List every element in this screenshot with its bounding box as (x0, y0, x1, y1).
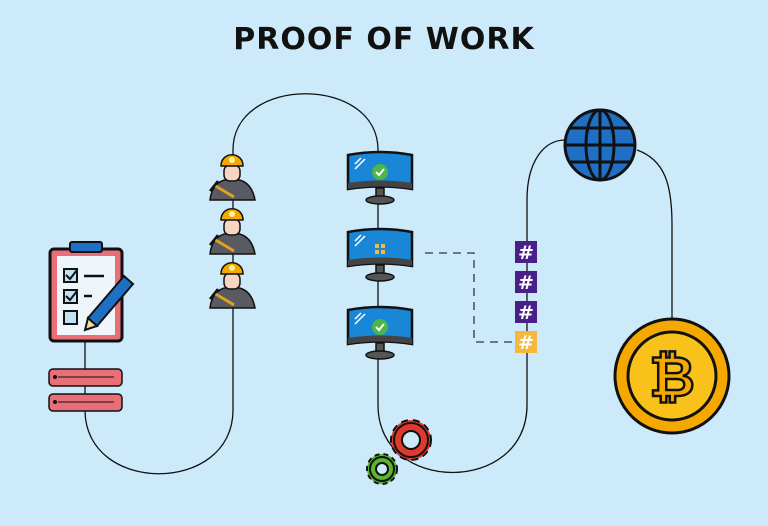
pen-icon (83, 274, 135, 332)
globe-icon (563, 108, 637, 182)
page-title: PROOF OF WORK (233, 22, 535, 57)
monitor-processing-icon (346, 227, 414, 282)
monitor-check-icon (346, 150, 414, 205)
svg-text:#: # (518, 272, 534, 294)
miner-icon (209, 208, 256, 255)
monitor-check-icon (346, 305, 414, 360)
miner-icon (209, 262, 256, 309)
hash-icon: # (515, 241, 537, 264)
bitcoin-symbol: ₿ (649, 345, 695, 410)
list-bar-icon (48, 368, 123, 387)
list-bar-icon (48, 393, 123, 412)
svg-text:#: # (518, 302, 534, 324)
hash-icon: # (515, 331, 537, 354)
gear-icon (390, 419, 432, 461)
bitcoin-icon: ₿ (613, 317, 731, 435)
hash-icon: # (515, 271, 537, 294)
miner-icon (209, 154, 256, 201)
dashed-connector (425, 252, 514, 343)
flow-path (84, 93, 673, 475)
gear-icon (366, 453, 398, 485)
svg-text:#: # (518, 242, 534, 264)
svg-text:#: # (518, 332, 534, 354)
hash-icon: # (515, 301, 537, 324)
